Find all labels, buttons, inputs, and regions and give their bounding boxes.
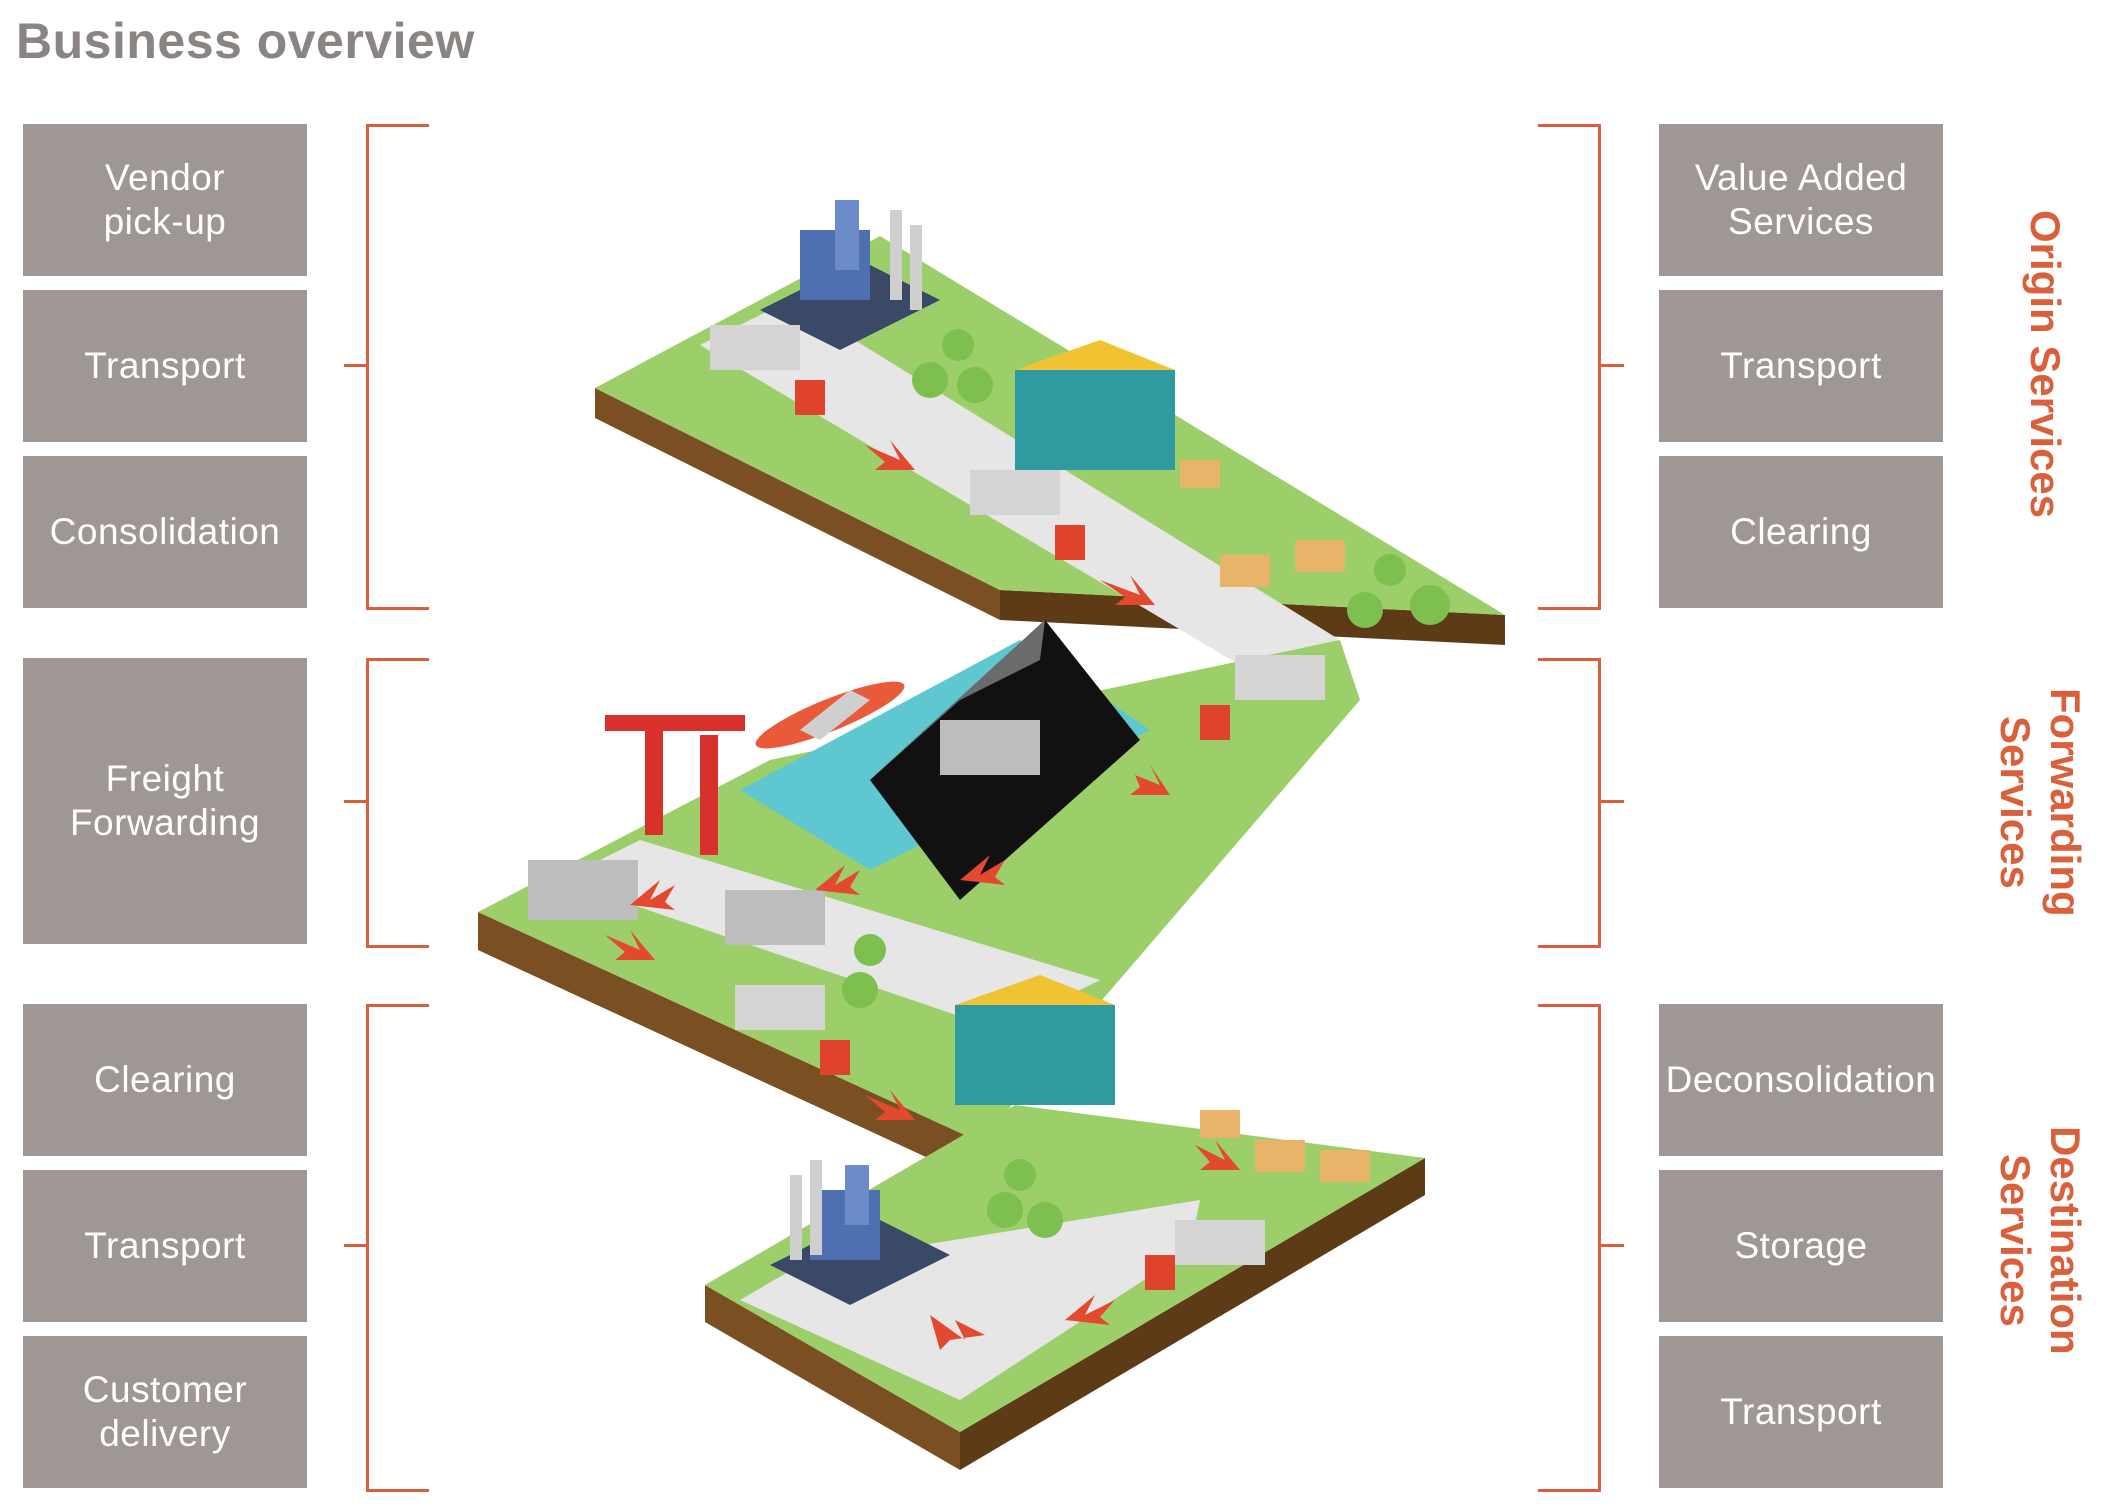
vendor-pickup-box: Vendor pick-up (23, 124, 307, 276)
container-stack-icon (528, 720, 1040, 945)
consolidation-box: Consolidation (23, 456, 307, 608)
origin-services-label: Origin Services (2022, 210, 2069, 519)
flow-arrow-icon (605, 440, 1240, 1350)
right-transport-origin-box: Transport (1659, 290, 1943, 442)
destination-platform-soil-right (960, 1158, 1425, 1470)
port-crane-icon (605, 715, 745, 855)
left-transport-destination-box: Transport (23, 1170, 307, 1322)
page-title: Business overview (16, 13, 475, 69)
freight-forwarding-box: Freight Forwarding (23, 658, 307, 944)
left-transport-origin-box: Transport (23, 290, 307, 442)
forwarding-left-bracket-tick (344, 800, 368, 803)
truck-icon (1200, 655, 1325, 740)
airplane-icon (755, 681, 905, 749)
value-added-services-box: Value Added Services (1659, 124, 1943, 276)
destination-right-bracket (1538, 1004, 1601, 1492)
destination-left-bracket-tick (344, 1244, 368, 1247)
customer-delivery-box: Customer delivery (23, 1336, 307, 1488)
deconsolidation-box: Deconsolidation (1659, 1004, 1943, 1156)
origin-factory-icon (760, 200, 940, 350)
forwarding-right-bracket-tick (1600, 800, 1624, 803)
origin-warehouse-icon (1015, 340, 1175, 470)
pallet-boxes-icon (1180, 460, 1370, 1182)
forwarding-platform-soil (478, 912, 980, 1182)
destination-platform-soil (705, 1285, 960, 1470)
forwarding-platform-grass (478, 640, 1360, 1142)
forwarding-services-label: Forwarding Services (1992, 688, 2089, 917)
destination-platform (705, 1105, 1425, 1470)
right-clearing-box: Clearing (1659, 456, 1943, 608)
destination-warehouse-icon (955, 975, 1115, 1105)
forwarding-platform-road (560, 840, 1100, 1030)
origin-left-bracket (366, 124, 429, 610)
destination-platform-road (740, 1200, 1200, 1400)
origin-left-bracket-tick (344, 364, 368, 367)
destination-left-bracket (366, 1004, 429, 1492)
destination-factory-icon (770, 1160, 950, 1305)
truck-icon (710, 325, 825, 415)
destination-services-label: Destination Services (1992, 1126, 2089, 1355)
tree-icon (842, 329, 1450, 1238)
storage-box: Storage (1659, 1170, 1943, 1322)
origin-right-bracket-tick (1600, 364, 1624, 367)
forwarding-right-bracket (1538, 658, 1601, 948)
forwarding-left-bracket (366, 658, 429, 948)
origin-platform-soil (595, 388, 1000, 620)
truck-icon (970, 470, 1085, 560)
truck-icon (1145, 1220, 1265, 1290)
right-transport-destination-box: Transport (1659, 1336, 1943, 1488)
origin-right-bracket (1538, 124, 1601, 610)
ship-deck (870, 620, 1045, 780)
left-clearing-box: Clearing (23, 1004, 307, 1156)
truck-icon (735, 985, 850, 1075)
destination-right-bracket-tick (1600, 1244, 1624, 1247)
